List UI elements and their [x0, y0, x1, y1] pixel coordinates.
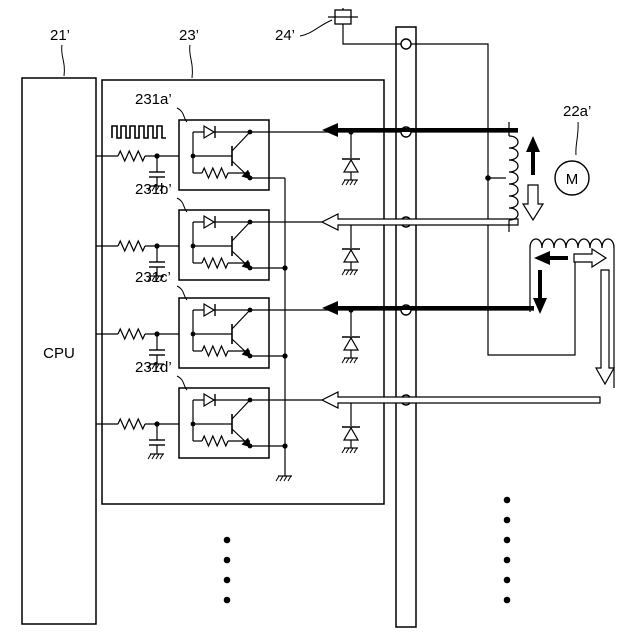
continuation-dots-left	[224, 537, 231, 604]
cpu-ref-label: 21’	[50, 27, 70, 44]
input-resistor	[118, 419, 145, 429]
current-arrow-left-head	[534, 251, 550, 265]
connector-ref-label: 24’	[275, 27, 295, 44]
channel-label: 231c’	[135, 269, 171, 286]
flyback-diode	[344, 160, 358, 172]
ground-hatch	[346, 180, 349, 185]
terminal-top	[401, 39, 411, 49]
motor-ref-label: 22a’	[563, 103, 591, 120]
ground-hatch	[342, 270, 345, 275]
connector-bar	[396, 27, 416, 627]
driver-ref-label: 23’	[179, 27, 199, 44]
ground-hatch	[280, 476, 283, 481]
current-flow-arrow-head	[322, 301, 338, 315]
current-arrow-right-outline	[574, 249, 606, 267]
ground-hatch	[152, 454, 155, 459]
current-arrow-up-head	[526, 136, 540, 152]
ground-hatch	[288, 476, 291, 481]
current-flow-arrow-outline	[322, 392, 600, 408]
current-arrow-down-long	[596, 270, 614, 384]
pwm-waveform-icon	[112, 126, 166, 138]
channel-label: 231b’	[135, 181, 172, 198]
ground-hatch	[354, 180, 357, 185]
ground-hatch	[354, 270, 357, 275]
ground-hatch	[284, 476, 287, 481]
ground-hatch	[156, 454, 159, 459]
motor-coil-b	[530, 239, 614, 248]
ground-hatch	[346, 358, 349, 363]
ground-hatch	[354, 448, 357, 453]
ground-hatch	[276, 476, 279, 481]
motor-coil-a	[509, 136, 518, 220]
ground-hatch	[342, 448, 345, 453]
input-resistor	[118, 241, 145, 251]
current-arrow-down-solid-head	[533, 298, 547, 314]
cpu-ref-leader	[62, 45, 65, 76]
flyback-diode	[344, 250, 358, 262]
ground-hatch	[342, 358, 345, 363]
input-resistor	[118, 151, 145, 161]
flyback-diode	[344, 338, 358, 350]
ground-hatch	[346, 270, 349, 275]
ground-hatch	[350, 180, 353, 185]
flyback-diode	[344, 428, 358, 440]
current-flow-arrow-head	[322, 123, 338, 137]
ground-hatch	[148, 454, 151, 459]
driver-ref-leader	[190, 45, 193, 78]
current-arrow-down-outline	[523, 185, 543, 220]
ground-hatch	[350, 358, 353, 363]
continuation-dots-right	[504, 497, 511, 604]
cpu-label: CPU	[43, 345, 75, 362]
motor-ref-leader	[576, 122, 578, 155]
ground-hatch	[346, 448, 349, 453]
input-resistor	[118, 329, 145, 339]
motor-label: M	[566, 171, 579, 188]
ground-hatch	[350, 270, 353, 275]
ground-hatch	[350, 448, 353, 453]
ground-hatch	[342, 180, 345, 185]
connector-ref-leader	[300, 20, 332, 36]
ground-hatch	[354, 358, 357, 363]
channel-label: 231a’	[135, 91, 172, 108]
ground-hatch	[160, 454, 163, 459]
channel-rows: 231a’ 231b’ 231c’ 231d’	[96, 91, 600, 481]
channel-label: 231d’	[135, 359, 172, 376]
